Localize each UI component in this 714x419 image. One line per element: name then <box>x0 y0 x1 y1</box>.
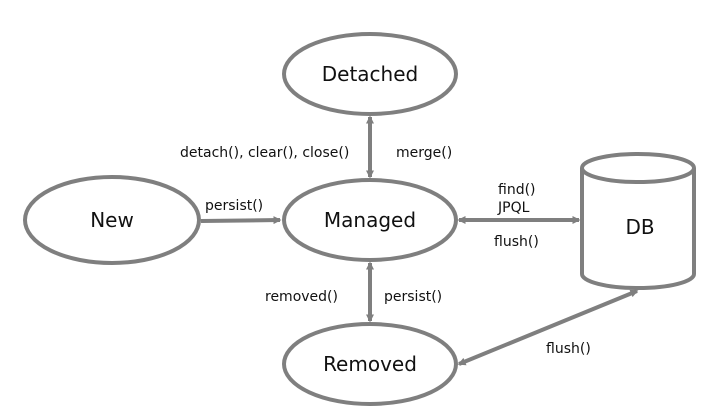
node-removed-label: Removed <box>323 352 417 376</box>
label-removed-call: removed() <box>265 289 338 305</box>
node-detached <box>282 32 458 116</box>
node-managed-label: Managed <box>324 208 416 232</box>
node-new-label: New <box>90 208 134 232</box>
node-managed <box>282 178 458 262</box>
arrow-removed-db <box>457 289 639 366</box>
label-persist-new: persist() <box>205 198 263 214</box>
label-merge: merge() <box>396 145 452 161</box>
label-persist-removed: persist() <box>384 289 442 305</box>
label-flush-removed: flush() <box>546 341 591 357</box>
db-cylinder-body <box>580 168 696 290</box>
label-detach: detach(), clear(), close() <box>180 145 349 161</box>
node-db-label: DB <box>625 215 654 239</box>
db-cylinder-top <box>580 152 696 184</box>
node-new <box>23 175 201 265</box>
node-db: DB <box>580 152 696 290</box>
arrow-new-managed <box>200 216 282 225</box>
label-jpql: JPQL <box>497 200 530 216</box>
node-detached-label: Detached <box>322 62 418 86</box>
node-removed <box>282 322 458 406</box>
label-flush-managed: flush() <box>494 234 539 250</box>
label-find: find() <box>498 182 536 198</box>
